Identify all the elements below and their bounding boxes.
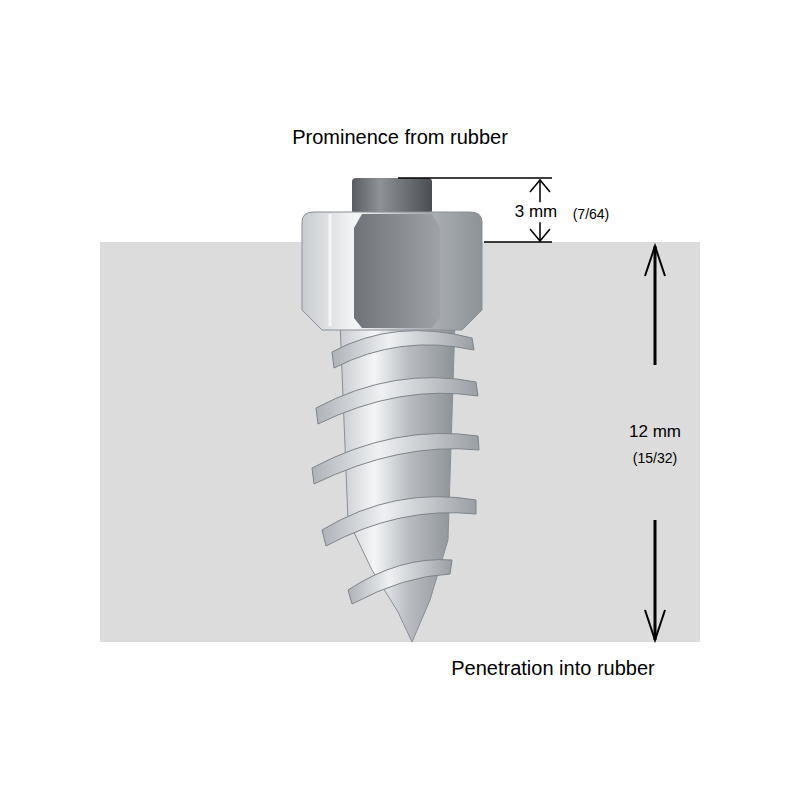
carbide-pin (352, 178, 432, 214)
caption-label: Penetration into rubber (449, 657, 656, 680)
hex-nut (302, 212, 482, 330)
dimension-label: 12 mm (627, 422, 683, 442)
dimension-label: (7/64) (571, 206, 612, 222)
caption-label: Prominence from rubber (290, 126, 510, 149)
screw-threads (312, 331, 479, 604)
dimension-label: (15/32) (631, 450, 679, 466)
dimension-lines (398, 178, 665, 640)
screw-shank (340, 322, 455, 642)
dimension-label: 3 mm (513, 202, 560, 222)
